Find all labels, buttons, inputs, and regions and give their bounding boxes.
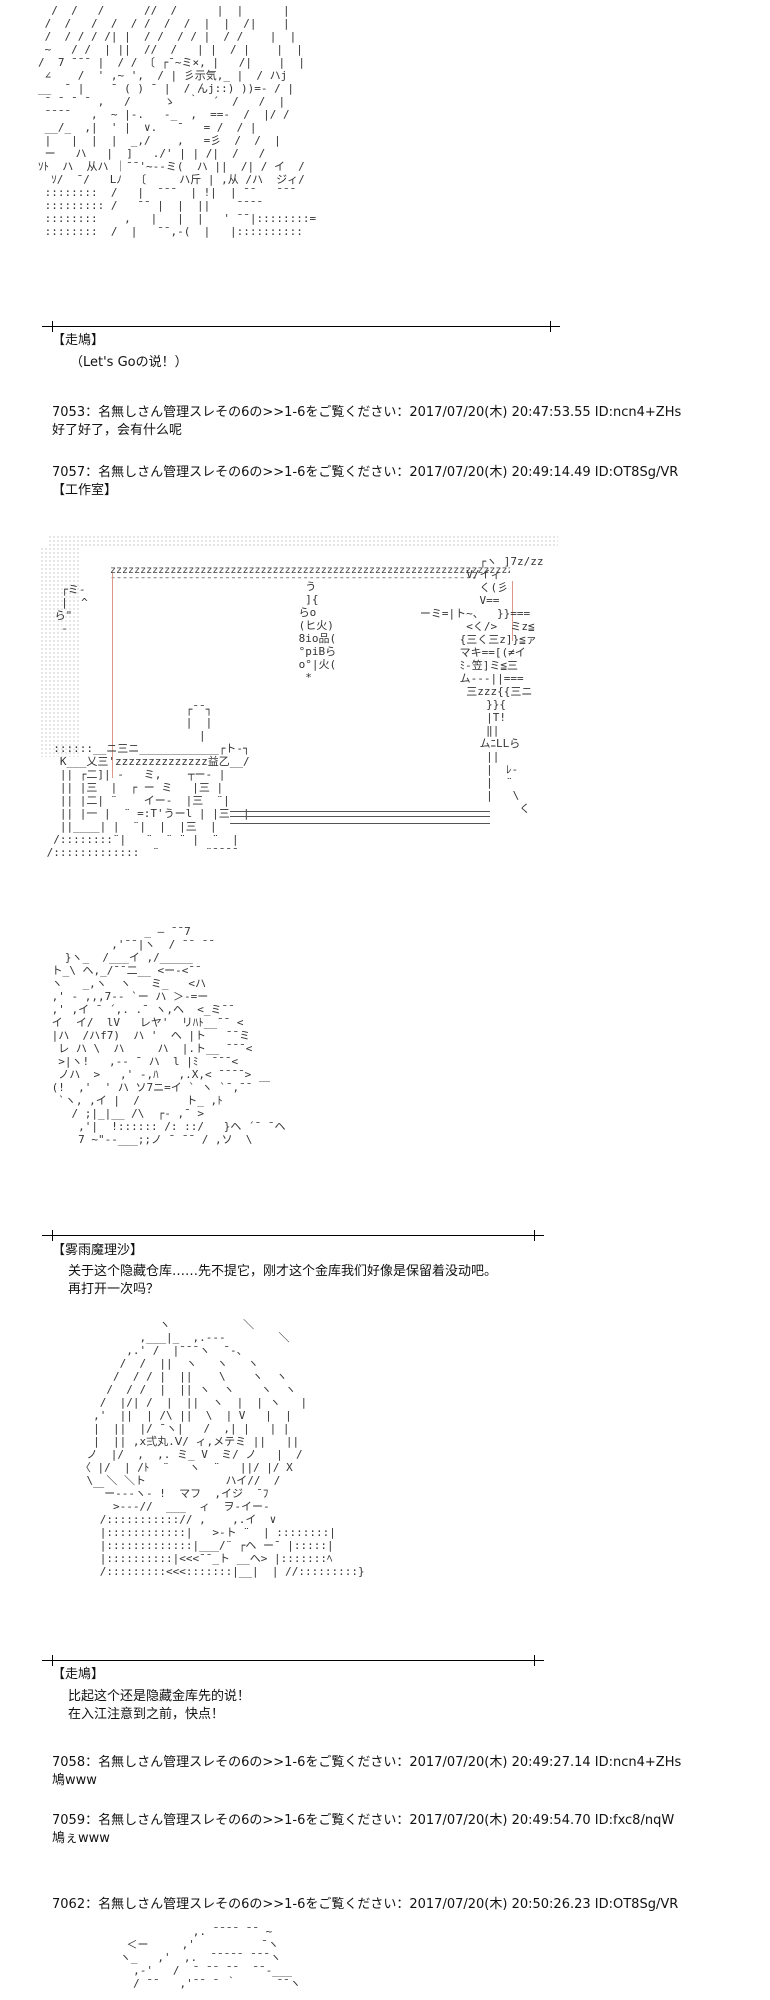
post-body: 好了好了，会有什么呢 xyxy=(52,423,183,438)
dialogue-line: 关于这个隐藏仓库……先不提它，刚才这个金库我们好像是保留着没动吧。 xyxy=(68,1264,498,1279)
divider-tick xyxy=(52,1230,53,1241)
divider-tick xyxy=(550,321,551,332)
ascii-art-marisa: _ ― ¯¯7 ,'¯¯|ヽ / ¯¯ ¯¯ }ヽ_ /___イ ,/_____… xyxy=(51,925,286,1146)
ceiling-edge: ¯¯¯¯¯¯¯¯¯¯¯¯¯¯¯¯¯¯¯¯¯¯¯¯¯¯¯¯¯¯¯¯¯¯¯¯¯¯¯¯… xyxy=(110,577,478,588)
table-edge xyxy=(230,823,490,824)
left-shelf: ┌ミ- | ^ ら" ‐ xyxy=(54,583,88,635)
divider-marisa xyxy=(42,1235,544,1236)
ascii-art-top: / / / // / | | | / / / / / / / / | | /| … xyxy=(38,4,317,238)
workbench: ┌¯¯┐ | | | ::::::__ニ三ニ____________┌ト-┐ K… xyxy=(46,703,250,859)
post-header: 7058：名無しさん管理スレその6の>>1-6をご覧ください：2017/07/2… xyxy=(52,1755,682,1770)
dialogue-line: 在入江注意到之前，快点！ xyxy=(68,1707,225,1722)
table-edge xyxy=(230,811,490,812)
speaker-label: 【雾雨魔理沙】 xyxy=(52,1243,144,1258)
divider-top xyxy=(42,326,560,327)
speaker-label: 【走鳩】 xyxy=(52,1667,105,1682)
post-body: 鳩ぇwww xyxy=(52,1831,110,1846)
speaker-label: 【走鳩】 xyxy=(52,333,105,348)
post-body: 【工作室】 xyxy=(52,483,118,498)
post-header: 7057：名無しさん管理スレその6の>>1-6をご覧ください：2017/07/2… xyxy=(52,465,679,480)
post-header: 7053：名無しさん管理スレその6の>>1-6をご覧ください：2017/07/2… xyxy=(52,405,682,420)
ceiling-edge: zzzzzzzzzzzzzzzzzzzzzzzzzzzzzzzzzzzzzzzz… xyxy=(110,565,510,576)
dialogue-line: 比起这个还是隐藏金库先的说！ xyxy=(68,1689,251,1704)
workshop-scene: zzzzzzzzzzzzzzzzzzzzzzzzzzzzzzzzzzzzzzzz… xyxy=(40,535,560,910)
post-header: 7062：名無しさん管理スレその6の>>1-6をご覧ください：2017/07/2… xyxy=(52,1897,679,1912)
table-edge xyxy=(230,816,490,817)
hanging-sign: う ]{ らο (ヒ火) 8io品( °piBら o°|火( * xyxy=(298,580,337,684)
divider-tick xyxy=(52,1655,53,1666)
dialogue-line: （Let's Goの说！） xyxy=(70,355,188,370)
divider-tick xyxy=(52,321,53,332)
dialogue-line: 再打开一次吗？ xyxy=(68,1282,160,1297)
ascii-art-hat: ヽ ＼ ,___|_ ,.‐‐‐ ＼ ,.' / |¯¯¯ヽ ¯‐、 / / |… xyxy=(79,1318,365,1578)
divider-tick xyxy=(534,1655,535,1666)
dot-texture xyxy=(48,535,558,547)
post-body: 鳩www xyxy=(52,1773,97,1788)
divider-tick xyxy=(534,1230,535,1241)
ascii-art-bottom: ,. ¯¯¯¯ ¯¯ ~ ＜ー ,' ¯ヽ ヽ_ ,' ,. ¯¯¯¯¯ ¯¯¯… xyxy=(119,1925,301,1990)
right-machine: ┌ヽ ]7z/zz V/イィ く(彡 V== ーミ=|ト~、 }}=== <く/… xyxy=(419,555,544,815)
wall-edge-left xyxy=(112,573,113,778)
divider-hat xyxy=(42,1660,544,1661)
dot-texture xyxy=(40,547,80,757)
post-header: 7059：名無しさん管理スレその6の>>1-6をご覧ください：2017/07/2… xyxy=(52,1813,675,1828)
wall-edge-right xyxy=(512,581,513,641)
